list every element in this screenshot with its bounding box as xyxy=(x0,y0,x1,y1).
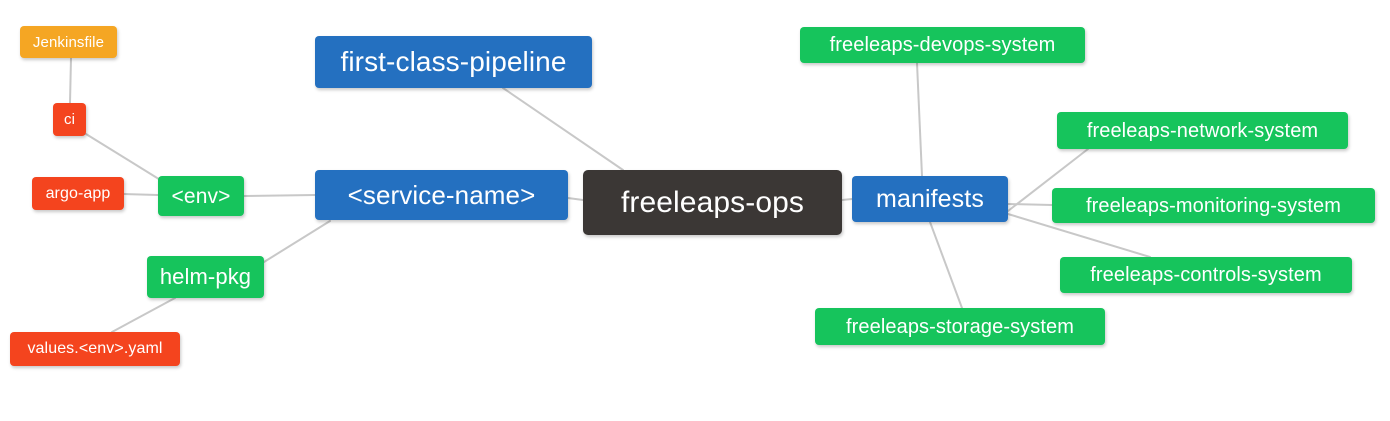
edge-manifests-monitoring xyxy=(1007,203,1053,206)
edge-service-name-root xyxy=(567,197,584,201)
edge-jenkinsfile-ci xyxy=(69,57,72,104)
node-label-freeleaps-storage-system: freeleaps-storage-system xyxy=(845,315,1075,338)
edge-argo-app-env xyxy=(123,193,159,196)
node-helm-pkg[interactable]: helm-pkg xyxy=(147,256,264,298)
node-freeleaps-network-system[interactable]: freeleaps-network-system xyxy=(1057,112,1348,149)
node-first-class-pipeline[interactable]: first-class-pipeline xyxy=(315,36,592,88)
node-label-first-class-pipeline: first-class-pipeline xyxy=(340,46,567,77)
node-freeleaps-controls-system[interactable]: freeleaps-controls-system xyxy=(1060,257,1352,293)
node-label-service-name: <service-name> xyxy=(347,180,536,210)
edge-ci-env xyxy=(85,133,163,182)
node-label-manifests: manifests xyxy=(876,184,984,213)
edge-root-manifests xyxy=(841,198,853,201)
node-freeleaps-storage-system[interactable]: freeleaps-storage-system xyxy=(815,308,1105,345)
edge-env-service-name xyxy=(243,194,316,197)
node-freeleaps-devops-system[interactable]: freeleaps-devops-system xyxy=(800,27,1085,63)
node-label-freeleaps-controls-system: freeleaps-controls-system xyxy=(1090,264,1322,286)
node-label-helm-pkg: helm-pkg xyxy=(159,264,252,289)
node-argo-app[interactable]: argo-app xyxy=(32,177,124,210)
node-label-freeleaps-monitoring-system: freeleaps-monitoring-system xyxy=(1085,194,1341,217)
edge-manifests-devops xyxy=(916,62,923,177)
node-label-values-yaml: values.<env>.yaml xyxy=(27,340,163,357)
node-freeleaps-monitoring-system[interactable]: freeleaps-monitoring-system xyxy=(1052,188,1375,223)
node-service-name[interactable]: <service-name> xyxy=(315,170,568,220)
node-freeleaps-ops[interactable]: freeleaps-ops xyxy=(583,170,842,235)
node-label-ci: ci xyxy=(63,111,76,128)
node-label-freeleaps-devops-system: freeleaps-devops-system xyxy=(829,34,1056,56)
edge-helm-pkg-service-name xyxy=(263,220,331,263)
node-jenkinsfile[interactable]: Jenkinsfile xyxy=(20,26,117,58)
node-ci[interactable]: ci xyxy=(53,103,86,136)
edge-values-helm-pkg xyxy=(111,297,176,333)
node-label-freeleaps-network-system: freeleaps-network-system xyxy=(1086,119,1319,142)
node-manifests[interactable]: manifests xyxy=(852,176,1008,222)
edge-manifests-storage xyxy=(929,221,963,309)
node-label-argo-app: argo-app xyxy=(45,184,111,202)
node-label-jenkinsfile: Jenkinsfile xyxy=(32,33,105,51)
node-label-env: <env> xyxy=(171,184,231,208)
node-env[interactable]: <env> xyxy=(158,176,244,216)
node-label-freeleaps-ops: freeleaps-ops xyxy=(620,185,805,219)
node-values-yaml[interactable]: values.<env>.yaml xyxy=(10,332,180,366)
edge-pipeline-root xyxy=(502,87,624,171)
